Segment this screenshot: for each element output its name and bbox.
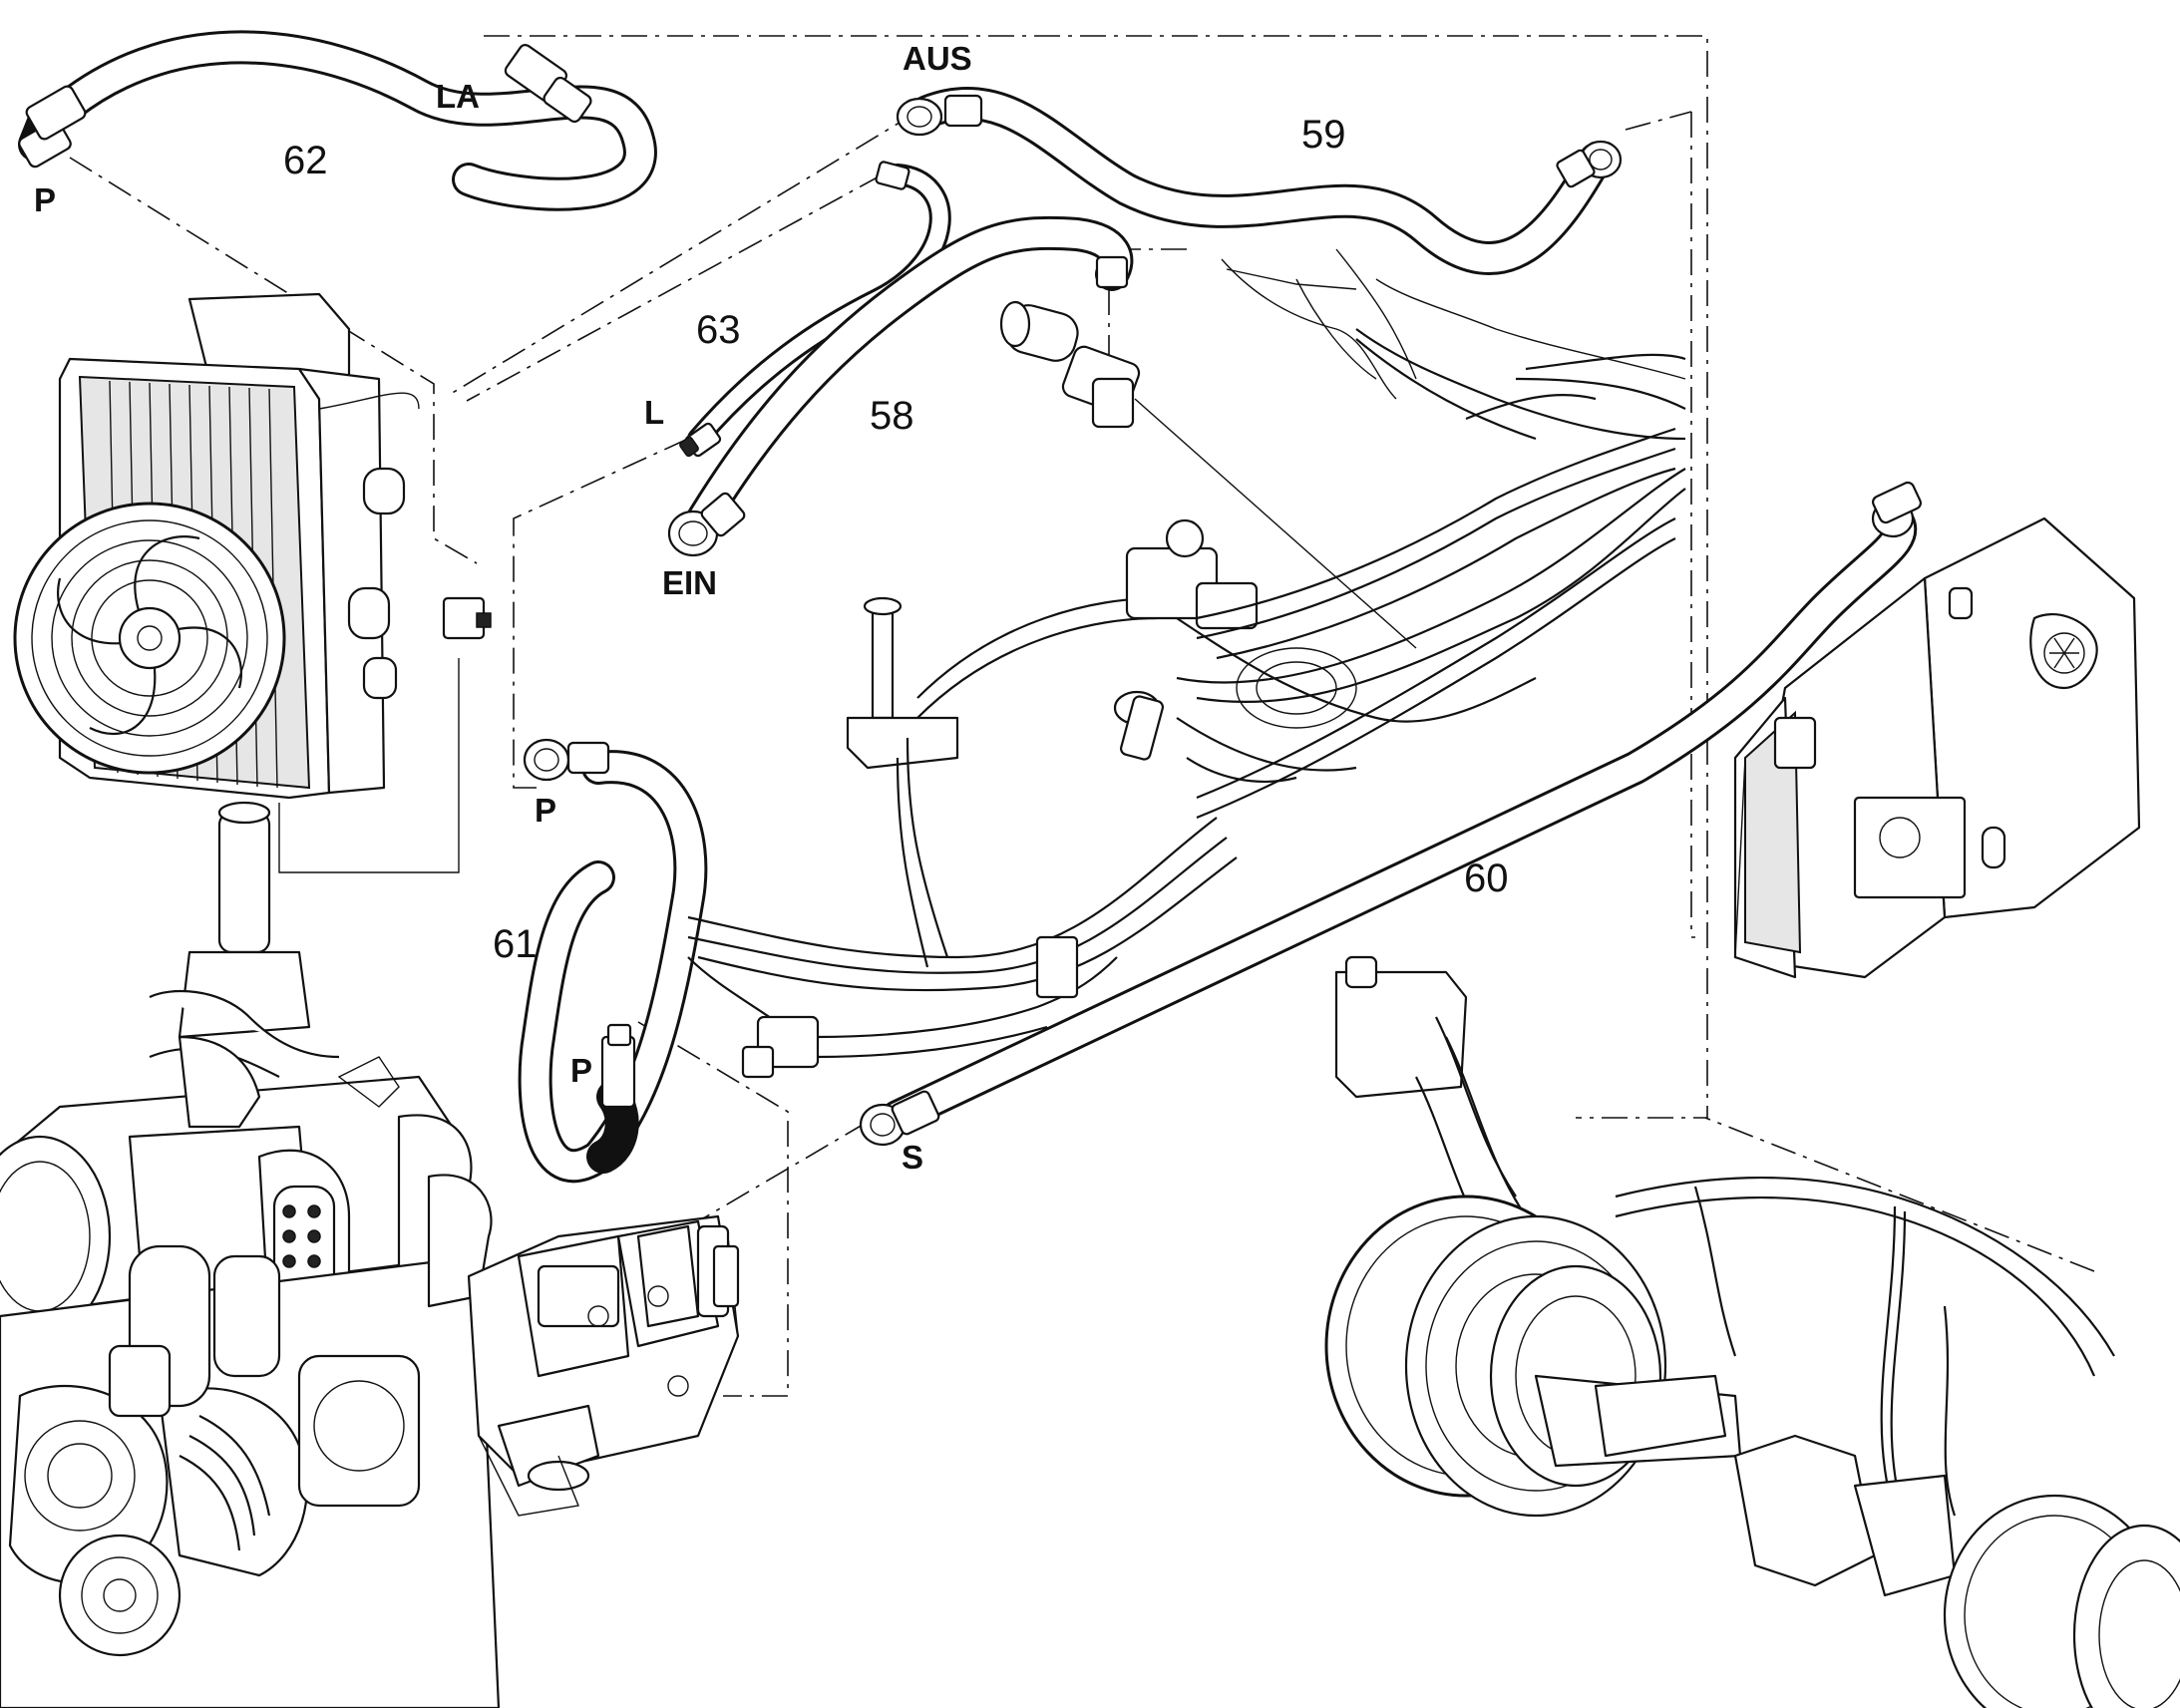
part-number-59: 59: [1301, 113, 1346, 157]
label-l: L: [644, 394, 664, 431]
hydraulic-tank: [1733, 516, 2141, 979]
part-number-60: 60: [1464, 856, 1509, 900]
part-number-61: 61: [493, 922, 538, 966]
part-number-58: 58: [870, 394, 914, 438]
label-aus: AUS: [903, 40, 972, 77]
part-numbers: 62 59 63 58 61 60: [283, 113, 1509, 966]
label-s: S: [902, 1139, 923, 1176]
label-p-top: P: [34, 181, 56, 218]
hose-62: [18, 30, 657, 211]
hydraulic-pump-assembly: [467, 1214, 740, 1517]
label-ein: EIN: [662, 564, 717, 601]
hose-59: [896, 86, 1623, 275]
hose-60: [859, 481, 1922, 1147]
part-number-63: 63: [696, 308, 741, 352]
final-drive-sprocket: [1324, 955, 2180, 1708]
hose-61: [518, 738, 708, 1183]
hose-bundle-lower: [687, 737, 1238, 1079]
part-number-62: 62: [283, 139, 328, 182]
label-p-mid: P: [535, 792, 556, 829]
label-la: LA: [436, 78, 480, 115]
label-p-low: P: [570, 1052, 592, 1089]
hose-58: [667, 215, 1134, 557]
valve-and-hose-harness: [687, 248, 1686, 1079]
tee-fitting: [999, 289, 1417, 649]
port-labels: P LA AUS L EIN P P S: [34, 40, 972, 1176]
oil-cooler-radiator: [13, 292, 492, 873]
diesel-engine: [0, 801, 501, 1708]
